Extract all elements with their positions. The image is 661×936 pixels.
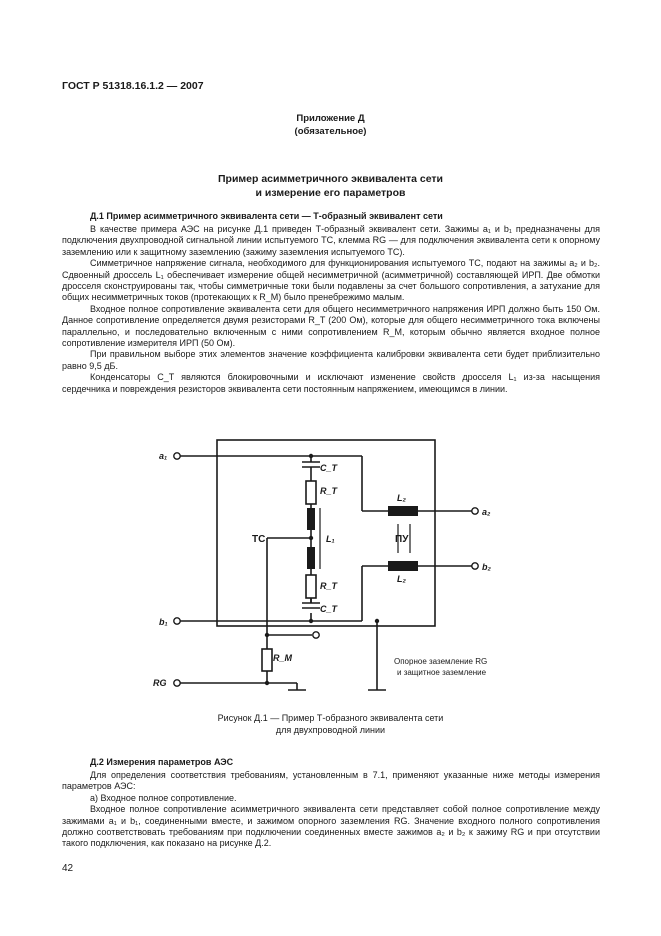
terminal-b1: [173, 617, 181, 625]
caption-line1: Рисунок Д.1 — Пример Т-образного эквивал…: [217, 713, 444, 723]
page-number: 42: [62, 863, 74, 874]
main-title-line2: и измерение его параметров: [255, 187, 406, 199]
standard-header: ГОСТ Р 51318.16.1.2 — 2007: [62, 80, 204, 92]
network-box: [216, 439, 436, 627]
paragraph: Входное полное сопротивление эквивалента…: [62, 303, 600, 349]
label-pu: ПУ: [395, 534, 409, 545]
label-l2-top: L₂: [397, 493, 406, 503]
ground-note-line1: Опорное заземление RG: [394, 657, 487, 666]
terminal-a1: [173, 452, 181, 460]
terminal-a2: [471, 507, 479, 515]
label-l1: L₁: [326, 534, 335, 544]
ground-note-line2: и защитное заземление: [397, 668, 487, 677]
label-b1: b₁: [159, 617, 168, 627]
label-a2: a₂: [482, 507, 491, 517]
caption-line2: для двухпроводной линии: [275, 725, 386, 735]
resistor-rt-bottom: [305, 574, 317, 599]
label-l2-bottom: L₂: [397, 574, 406, 584]
terminal-rg: [173, 679, 181, 687]
paragraph: а) Входное полное сопротивление.: [90, 792, 237, 803]
label-b2: b₂: [482, 562, 491, 572]
label-rg: RG: [153, 678, 167, 688]
choke-l2-bottom: [388, 561, 418, 571]
paragraph: Симметричное напряжение сигнала, необход…: [62, 258, 600, 303]
section-2-heading: Д.2 Измерения параметров АЭС: [90, 757, 234, 767]
main-title-line1: Пример асимметричного эквивалента сети: [217, 173, 444, 185]
section-1-body: В качестве примера АЭС на рисунке Д.1 пр…: [62, 224, 600, 395]
resistor-rt-top: [305, 480, 317, 505]
terminal-ground-tap: [312, 631, 320, 639]
label-rm: R_M: [273, 653, 293, 663]
appendix-title: Приложение Д: [296, 113, 365, 124]
terminal-b2: [471, 562, 479, 570]
choke-l2-top: [388, 506, 418, 516]
label-a1: a₁: [159, 451, 167, 461]
label-ct-top: C_T: [320, 463, 339, 473]
appendix-status: (обязательное): [294, 126, 367, 137]
paragraph: В качестве примера АЭС на рисунке Д.1 пр…: [62, 224, 600, 257]
paragraph: Конденсаторы C_T являются блокировочными…: [62, 372, 600, 394]
section-1-heading: Д.1 Пример асимметричного эквивалента се…: [90, 211, 443, 221]
label-ct-bottom: C_T: [320, 604, 339, 614]
paragraph: Входное полное сопротивление асимметричн…: [62, 804, 600, 849]
label-rt-bottom: R_T: [320, 581, 339, 591]
main-title-block: Пример асимметричного эквивалента сети и…: [0, 172, 661, 200]
label-ts: ТС: [252, 534, 265, 545]
appendix-title-block: Приложение Д (обязательное): [0, 112, 661, 138]
figure-caption: Рисунок Д.1 — Пример Т-образного эквивал…: [0, 712, 661, 736]
section-2-body: Для определения соответствия требованиям…: [62, 770, 600, 850]
resistor-rm: [261, 648, 273, 672]
paragraph: Для определения соответствия требованиям…: [62, 770, 600, 792]
label-rt-top: R_T: [320, 486, 339, 496]
paragraph: При правильном выборе этих элементов зна…: [62, 349, 600, 371]
